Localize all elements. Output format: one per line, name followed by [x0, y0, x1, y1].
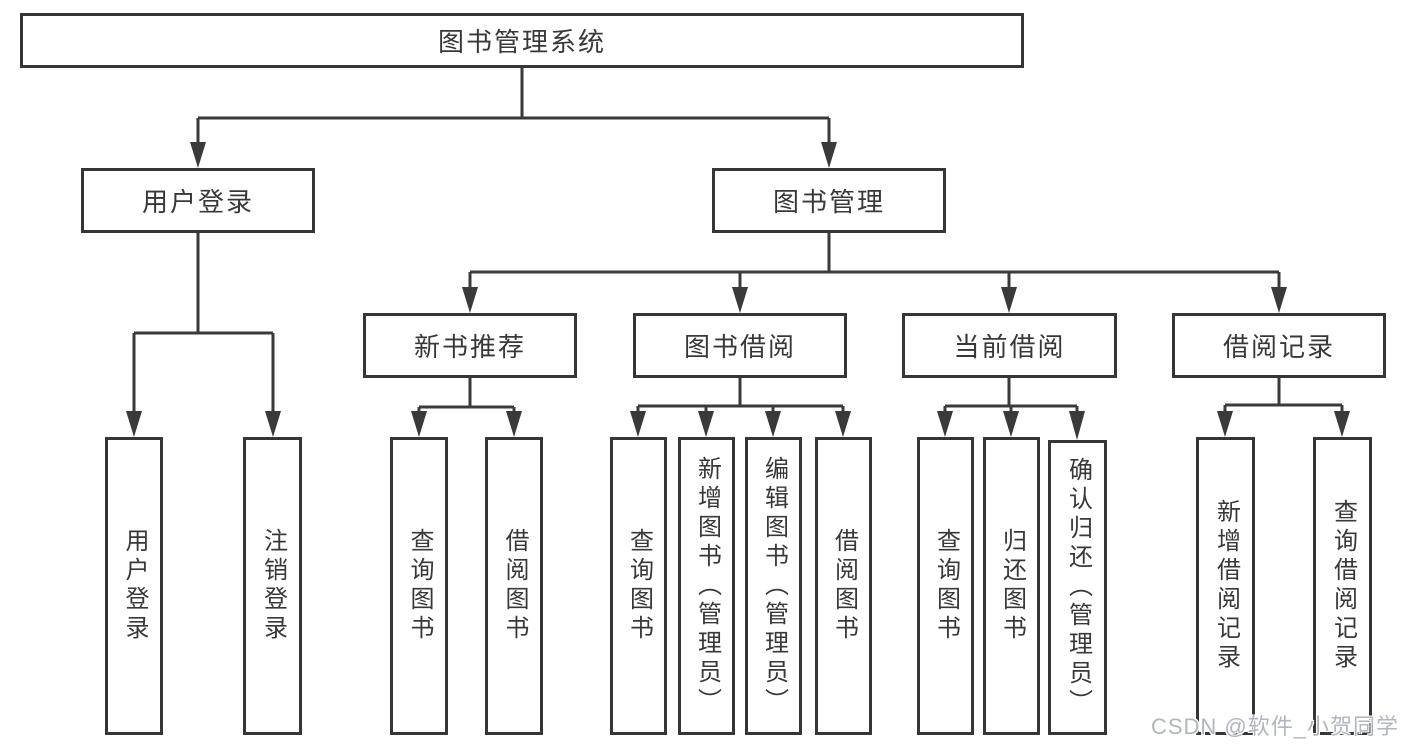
node-new-book-recommend: 新书推荐: [363, 313, 577, 378]
leaf-logout: 注销登录: [243, 437, 302, 735]
node-label: 查询图书: [625, 528, 653, 644]
node-label: 新书推荐: [413, 332, 526, 362]
node-label: 新增图书（管理员）: [693, 455, 721, 717]
node-label: 确认归还（管理员）: [1064, 457, 1092, 718]
leaf-borrow-books-1: 借阅图书: [485, 437, 543, 735]
node-label: 图书借阅: [683, 332, 796, 362]
csdn-watermark: CSDN @软件_小贺同学: [1150, 714, 1399, 739]
leaf-query-books-1: 查询图书: [390, 437, 448, 735]
node-label: 借阅图书: [830, 528, 858, 644]
leaf-confirm-return-admin: 确认归还（管理员）: [1048, 440, 1107, 735]
node-label: 查询借阅记录: [1329, 499, 1357, 673]
arrowhead-icons: [126, 142, 1350, 440]
node-current-borrow: 当前借阅: [902, 313, 1117, 378]
node-label: 归还图书: [998, 528, 1026, 644]
node-label: 用户登录: [141, 187, 254, 217]
leaf-query-borrow-record: 查询借阅记录: [1313, 437, 1372, 735]
node-label: 图书管理系统: [437, 27, 606, 57]
node-library-management-system: 图书管理系统: [20, 13, 1024, 68]
leaf-query-books-2: 查询图书: [610, 437, 667, 735]
node-label: 图书管理: [772, 187, 885, 217]
leaf-edit-book-admin: 编辑图书（管理员）: [745, 437, 802, 735]
leaf-query-books-3: 查询图书: [917, 437, 974, 735]
leaf-return-book: 归还图书: [983, 437, 1040, 735]
node-label: 编辑图书（管理员）: [760, 455, 788, 717]
node-label: 查询图书: [406, 528, 433, 644]
node-label: 注销登录: [259, 528, 287, 644]
node-label: 当前借阅: [953, 332, 1066, 362]
node-user-login-branch: 用户登录: [81, 168, 315, 233]
leaf-add-book-admin: 新增图书（管理员）: [678, 437, 735, 735]
node-borrow-records: 借阅记录: [1172, 313, 1386, 378]
leaf-add-borrow-record: 新增借阅记录: [1196, 437, 1255, 735]
node-book-borrow: 图书借阅: [633, 313, 847, 378]
node-label: 借阅记录: [1222, 332, 1335, 362]
node-label: 借阅图书: [501, 528, 528, 644]
leaf-borrow-books-2: 借阅图书: [815, 437, 872, 735]
node-book-management-branch: 图书管理: [712, 168, 946, 233]
node-label: 新增借阅记录: [1212, 499, 1240, 673]
node-label: 用户登录: [121, 528, 148, 644]
node-label: 查询图书: [932, 528, 960, 644]
leaf-user-login: 用户登录: [105, 437, 163, 735]
